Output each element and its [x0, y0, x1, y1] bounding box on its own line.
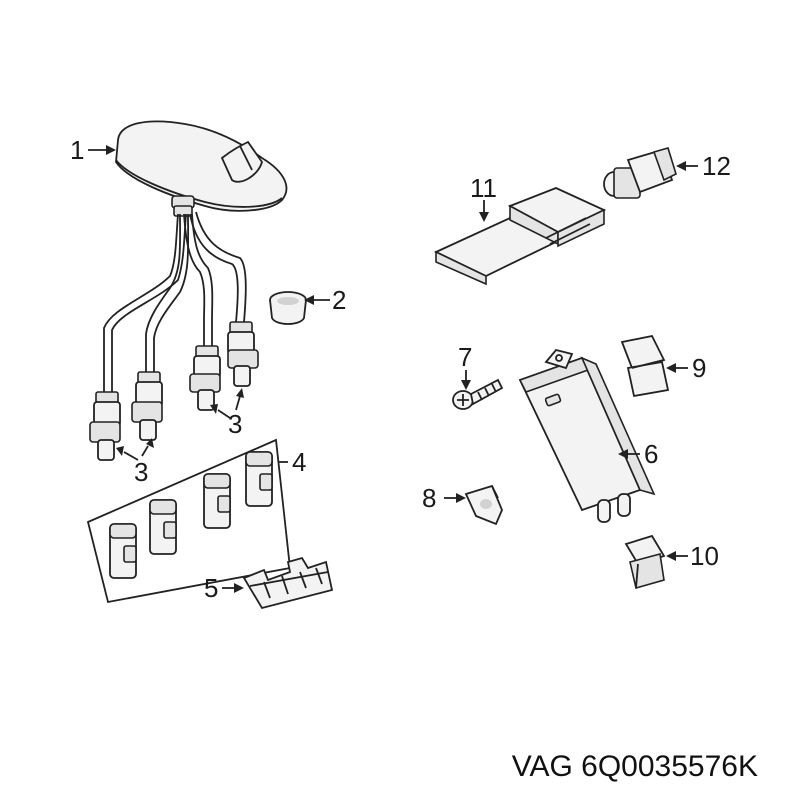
callout-5: 5	[204, 573, 218, 603]
callout-4: 4	[292, 447, 306, 477]
connector-9-part	[620, 334, 670, 398]
control-module-part	[518, 348, 656, 523]
bracket-part	[242, 556, 334, 610]
antenna-assembly	[89, 120, 288, 461]
leader-lines	[88, 145, 698, 593]
grommet-part	[269, 291, 307, 325]
callout-3-upper: 3	[228, 409, 242, 439]
callout-9: 9	[692, 353, 706, 383]
connector-10-part	[624, 534, 666, 590]
callout-8: 8	[422, 483, 436, 513]
screw-part	[452, 378, 504, 410]
callout-10: 10	[690, 541, 719, 571]
part-number-caption: VAG 6Q0035576K	[512, 750, 758, 783]
callout-7: 7	[458, 342, 472, 372]
callout-12: 12	[702, 151, 731, 181]
callout-3-lower: 3	[134, 457, 148, 487]
connector-kit-part	[86, 438, 291, 604]
callout-6: 6	[644, 439, 658, 469]
flat-module-part	[433, 187, 607, 286]
callout-2: 2	[332, 285, 346, 315]
plug-12-part	[603, 147, 677, 199]
callout-11: 11	[470, 173, 497, 203]
clip-nut-part	[464, 484, 503, 526]
callout-1: 1	[70, 135, 84, 165]
